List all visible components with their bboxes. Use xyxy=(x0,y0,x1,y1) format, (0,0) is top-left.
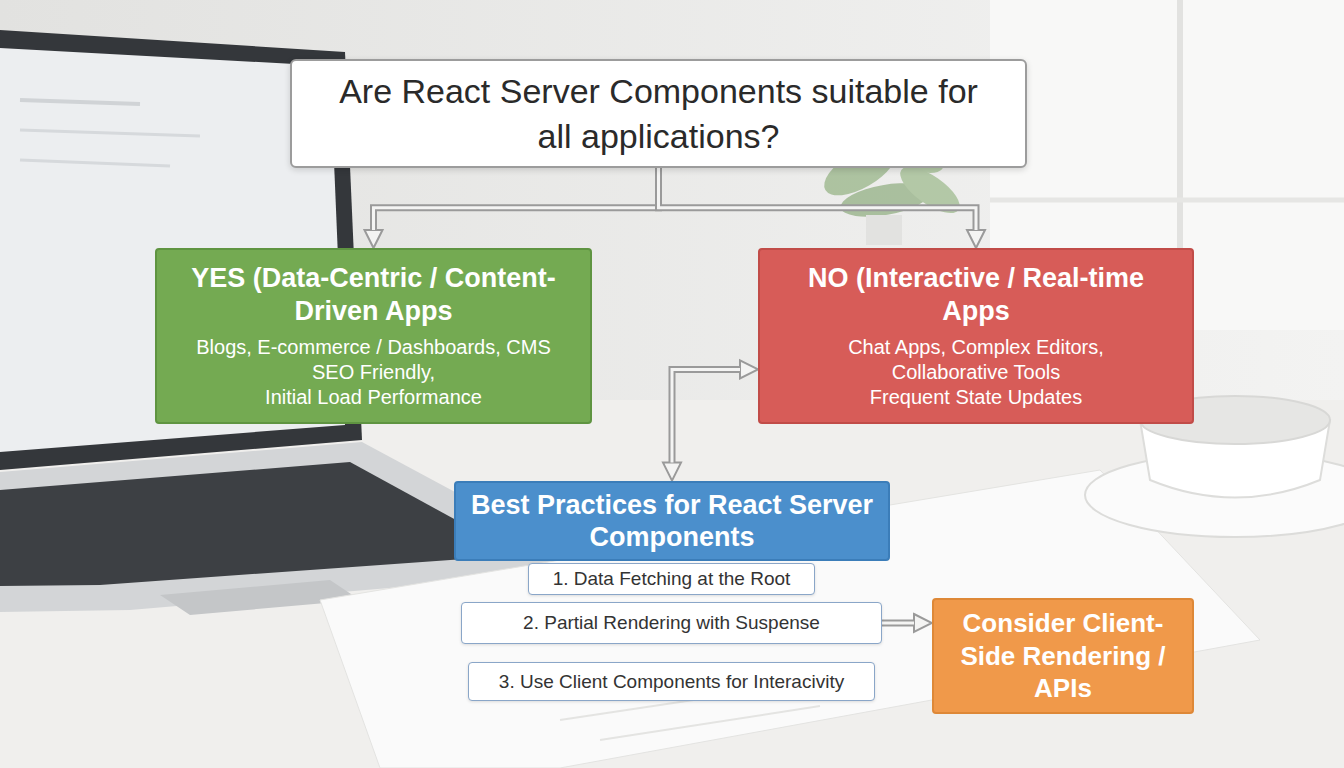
no-box: NO (Interactive / Real-time AppsChat App… xyxy=(758,248,1194,424)
connector-outline xyxy=(882,620,914,627)
list-item-box: 1. Data Fetching at the Root xyxy=(528,563,815,595)
node-body-text: Collaborative Tools xyxy=(892,360,1061,385)
yes-box: YES (Data-Centric / Content-Driven AppsB… xyxy=(155,248,592,424)
node-heading: YES (Data-Centric / Content-Driven Apps xyxy=(175,262,572,327)
node-body-text: Initial Load Performance xyxy=(265,385,482,410)
connector-arrow xyxy=(659,168,977,230)
node-body-text: Chat Apps, Complex Editors, xyxy=(848,335,1104,360)
question-box: Are React Server Components suitable for… xyxy=(290,59,1027,167)
connector-outline xyxy=(374,168,659,230)
node-heading: NO (Interactive / Real-time Apps xyxy=(778,262,1174,327)
node-body-text: Blogs, E-commerce / Dashboards, CMS xyxy=(196,335,551,360)
node-heading: 1. Data Fetching at the Root xyxy=(553,568,791,590)
connector-core xyxy=(374,168,659,230)
connector-outline xyxy=(659,168,977,230)
heading-box: Best Practices for React Server Componen… xyxy=(454,481,890,562)
node-body-text: SEO Friendly, xyxy=(312,360,435,385)
node-heading: 2. Partial Rendering with Suspense xyxy=(523,612,820,634)
node-heading: Are React Server Components suitable for… xyxy=(322,69,995,157)
list-item-box: 3. Use Client Components for Interacivit… xyxy=(468,662,875,701)
node-body-text: Frequent State Updates xyxy=(870,385,1082,410)
connector-arrow xyxy=(374,168,659,230)
node-heading: Best Practices for React Server Componen… xyxy=(470,489,874,554)
connector-arrow xyxy=(672,369,740,462)
list-item-box: 2. Partial Rendering with Suspense xyxy=(461,602,882,644)
node-heading: 3. Use Client Components for Interacivit… xyxy=(499,671,844,693)
node-heading: Consider Client-Side Rendering / APIs xyxy=(940,607,1186,705)
advice-box: Consider Client-Side Rendering / APIs xyxy=(932,598,1194,714)
connector-core xyxy=(672,369,740,462)
connector-core xyxy=(882,622,914,625)
connector-outline xyxy=(672,369,740,462)
connector-core xyxy=(659,168,977,230)
connector-arrow xyxy=(882,623,914,624)
